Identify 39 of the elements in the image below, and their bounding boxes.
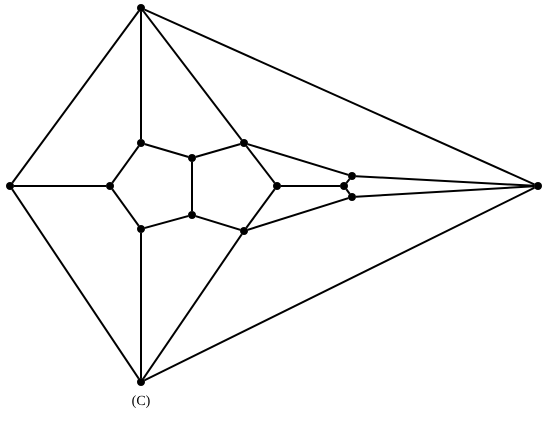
edge-line bbox=[248, 143, 348, 176]
vertex-dot bbox=[348, 172, 356, 180]
vertex-dot bbox=[188, 211, 196, 219]
vertex-dot bbox=[188, 154, 196, 162]
edge-line bbox=[191, 162, 193, 211]
edge-line bbox=[140, 12, 142, 139]
edge-line bbox=[246, 146, 276, 184]
edge-line bbox=[144, 215, 188, 229]
edge-line bbox=[11, 188, 140, 380]
edge-line bbox=[248, 197, 348, 231]
edge-line bbox=[356, 185, 534, 198]
edge-line bbox=[196, 143, 240, 158]
vertex-dot bbox=[240, 227, 248, 235]
caption: (C) bbox=[130, 394, 152, 410]
vertex-dot bbox=[273, 182, 281, 190]
edge-line bbox=[281, 185, 340, 187]
vertex-dot bbox=[348, 193, 356, 201]
edge-line bbox=[142, 234, 243, 380]
edge-line bbox=[356, 175, 534, 187]
edge-line bbox=[112, 188, 140, 226]
edge-line bbox=[144, 186, 535, 382]
edge-line bbox=[144, 143, 188, 158]
vertex-dot bbox=[106, 182, 114, 190]
vertex-dot bbox=[137, 4, 145, 12]
edge-line bbox=[142, 10, 242, 140]
edge-line bbox=[246, 188, 276, 228]
vertex-dot bbox=[340, 182, 348, 190]
vertex-dot bbox=[137, 139, 145, 147]
vertex-dot bbox=[240, 139, 248, 147]
vertex-dot bbox=[137, 225, 145, 233]
edge-line bbox=[14, 185, 106, 187]
vertex-dot bbox=[534, 182, 542, 190]
edge-line bbox=[144, 8, 535, 186]
edge-line bbox=[12, 10, 140, 184]
edge-line bbox=[112, 146, 140, 184]
vertex-dot bbox=[137, 378, 145, 386]
edge-line bbox=[196, 215, 240, 231]
vertex-dot bbox=[6, 182, 14, 190]
edge-line bbox=[140, 233, 142, 378]
